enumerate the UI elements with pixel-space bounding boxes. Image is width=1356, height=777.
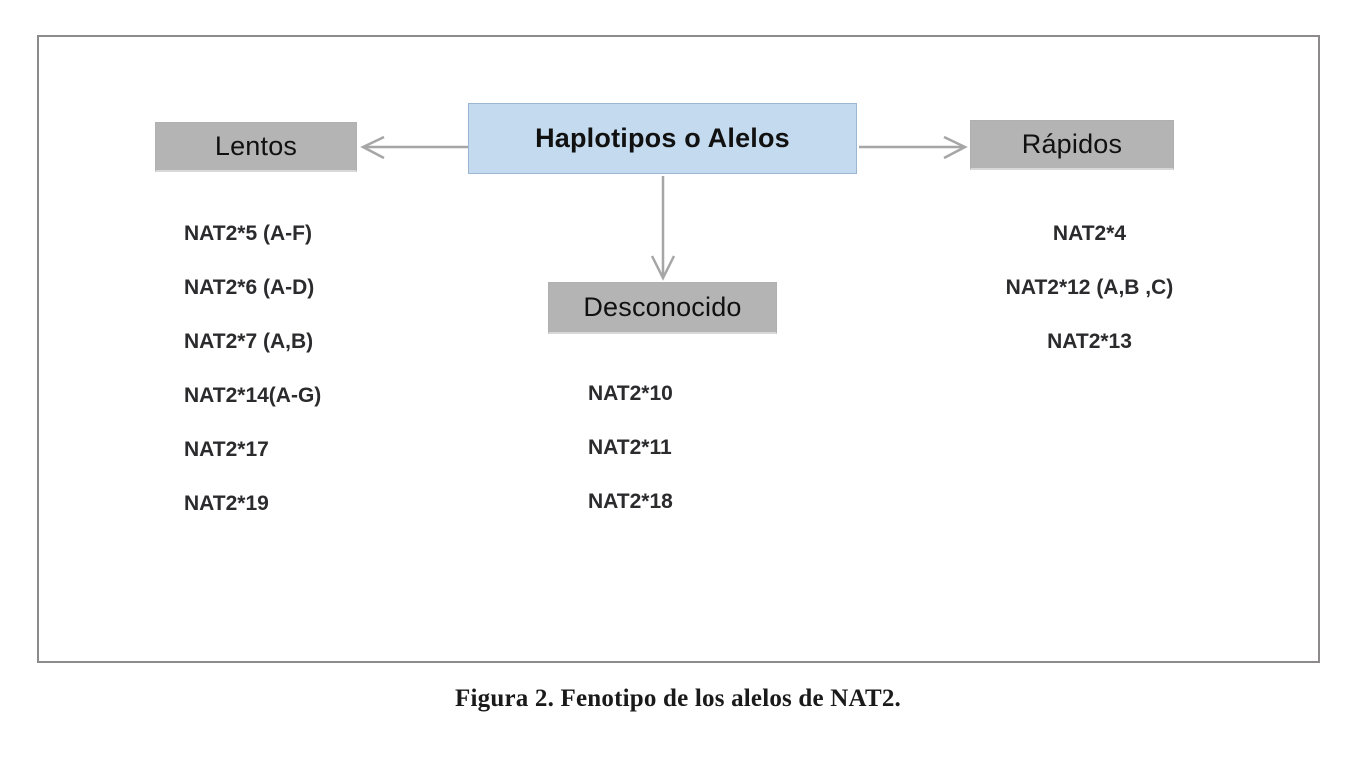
node-lentos[interactable]: Lentos bbox=[155, 122, 357, 172]
node-rapidos[interactable]: Rápidos bbox=[970, 120, 1174, 170]
arrow-root-to-desconocido bbox=[650, 176, 676, 281]
list-item: NAT2*10 bbox=[588, 382, 673, 405]
node-rapidos-label: Rápidos bbox=[1021, 129, 1123, 159]
list-item: NAT2*18 bbox=[588, 490, 673, 513]
list-item: NAT2*5 (A-F) bbox=[184, 222, 312, 245]
arrow-root-to-lentos bbox=[360, 135, 468, 160]
allele-list-lentos: NAT2*5 (A-F) NAT2*6 (A-D) NAT2*7 (A,B) N… bbox=[184, 223, 321, 547]
allele-list-rapidos: NAT2*4 NAT2*12 (A,B ,C) NAT2*13 bbox=[934, 223, 1245, 385]
node-haplotipos-o-alelos[interactable]: Haplotipos o Alelos bbox=[468, 103, 857, 174]
list-item: NAT2*4 bbox=[1052, 222, 1127, 245]
list-item: NAT2*7 (A,B) bbox=[184, 330, 314, 353]
node-desconocido-label: Desconocido bbox=[583, 292, 742, 322]
allele-list-desconocido: NAT2*10 NAT2*11 NAT2*18 bbox=[588, 383, 673, 545]
node-lentos-label: Lentos bbox=[214, 131, 298, 161]
list-item: NAT2*13 bbox=[1047, 330, 1132, 353]
figure-frame: Lentos Haplotipos o Alelos Rápidos Desco… bbox=[37, 35, 1320, 663]
figure-caption: Figura 2. Fenotipo de los alelos de NAT2… bbox=[455, 685, 901, 712]
arrow-root-to-rapidos bbox=[859, 135, 968, 160]
list-item: NAT2*14(A-G) bbox=[184, 384, 322, 407]
list-item: NAT2*6 (A-D) bbox=[184, 276, 315, 299]
list-item: NAT2*11 bbox=[588, 436, 672, 459]
list-item: NAT2*12 (A,B ,C) bbox=[1005, 276, 1174, 299]
diagram-canvas: Lentos Haplotipos o Alelos Rápidos Desco… bbox=[39, 37, 1318, 661]
node-desconocido[interactable]: Desconocido bbox=[548, 282, 777, 334]
list-item: NAT2*17 bbox=[184, 438, 269, 461]
list-item: NAT2*19 bbox=[184, 492, 269, 515]
node-haplotipos-label: Haplotipos o Alelos bbox=[535, 123, 790, 153]
